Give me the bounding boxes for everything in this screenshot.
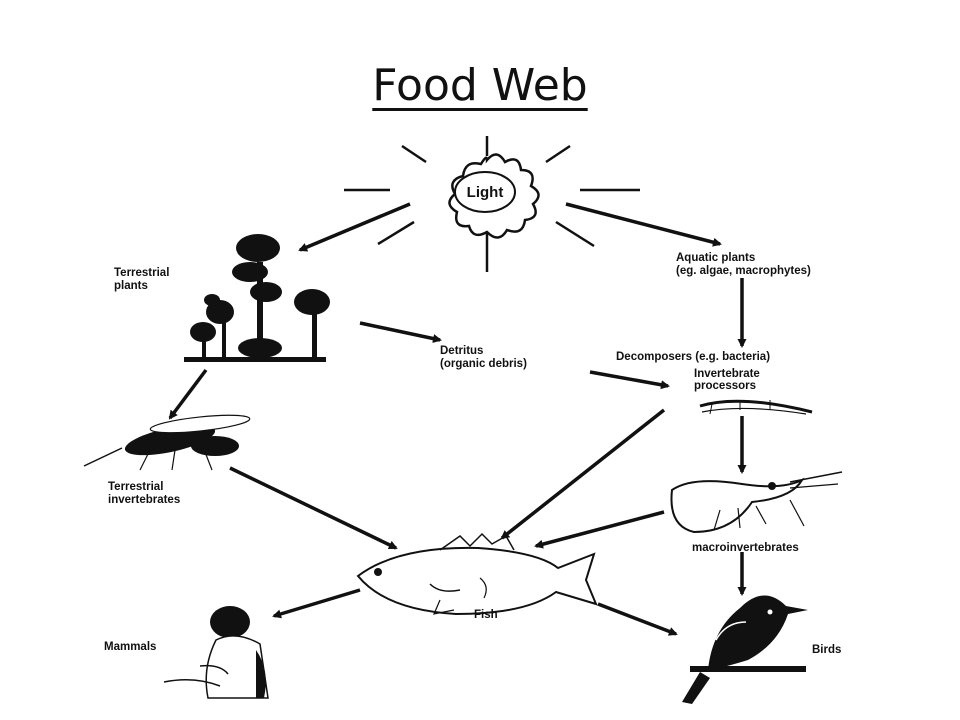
arrow-light-aquatic-plants: [565, 202, 722, 247]
invertebrate-processors-label-2: processors: [694, 380, 756, 392]
arrow-macroinvertebrates-fish: [534, 510, 665, 549]
terrestrial-plants-label-1: Terrestrial: [114, 267, 169, 279]
bird-icon: [682, 595, 808, 704]
arrow-trees-detritus: [359, 321, 442, 343]
fish-icon: [356, 532, 598, 616]
arrow-detritus-processors: [589, 370, 670, 390]
terrestrial-invertebrates-label-2: invertebrates: [108, 494, 180, 506]
sun-icon: [344, 136, 640, 272]
slide-title: Food Web: [0, 60, 960, 111]
arrow-terrestrial-invertebrates-fish: [229, 466, 398, 550]
arrows: [168, 202, 747, 636]
arrow-trees-terrestrial-invertebrates: [168, 368, 208, 420]
aquatic-plants-label-2: (eg. algae, macrophytes): [676, 265, 811, 277]
terrestrial-plants-label-2: plants: [114, 280, 148, 292]
trees-icon: [184, 234, 330, 362]
wasp-icon: [83, 414, 251, 471]
birds-label: Birds: [812, 644, 841, 656]
aquatic-plants-label-1: Aquatic plants: [676, 252, 755, 264]
arrow-light-terrestrial-plants: [298, 202, 411, 252]
shrimp-icon: [670, 471, 843, 534]
slide-title-text: Food Web: [372, 60, 588, 111]
terrestrial-invertebrates-label-1: Terrestrial: [108, 481, 163, 493]
person-icon: [163, 606, 269, 699]
light-label: Light: [467, 184, 504, 201]
detritus-label-2: (organic debris): [440, 358, 527, 370]
invertebrate-processors-label-1: Invertebrate: [694, 368, 760, 380]
detritus-label-1: Detritus: [440, 345, 483, 357]
arrow-fish-birds: [597, 602, 678, 636]
fish-label: Fish: [474, 609, 498, 621]
arrow-fish-mammals: [272, 588, 361, 619]
larva-icon: [699, 399, 813, 415]
decomposers-label: Decomposers (e.g. bacteria): [616, 351, 770, 363]
arrow-processors-fish: [500, 408, 666, 540]
macroinvertebrates-label: macroinvertebrates: [692, 542, 799, 554]
mammals-label: Mammals: [104, 641, 156, 653]
